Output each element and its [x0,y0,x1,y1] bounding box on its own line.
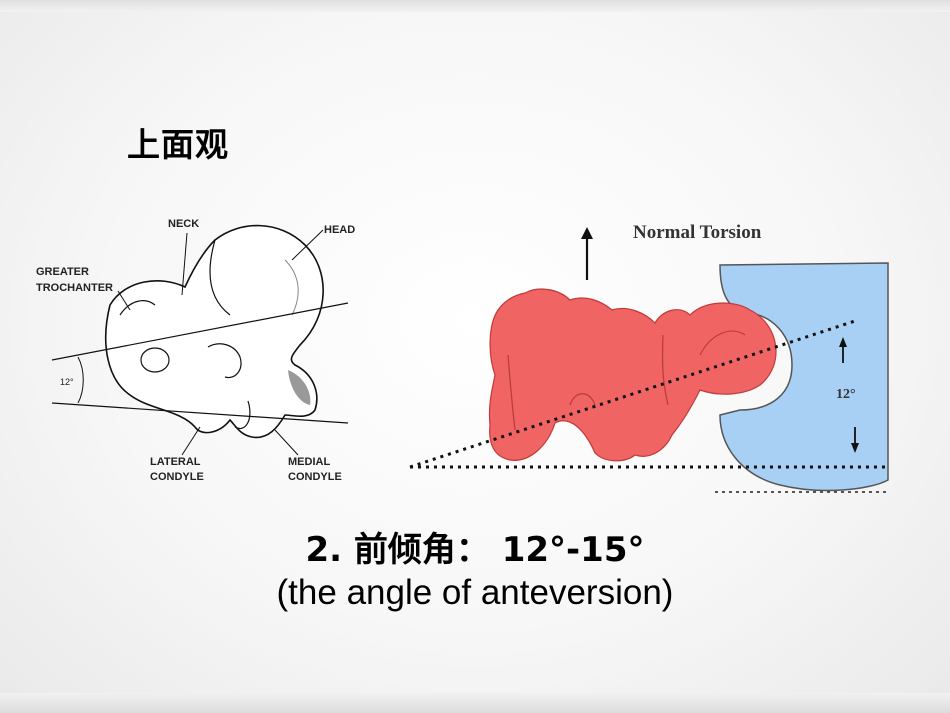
slide-title: 上面观 [127,125,229,164]
head-label: HEAD [324,224,355,236]
femur-outline [104,224,324,439]
condylar-axis-line [51,402,349,424]
neck-axis-dotted-line [409,319,856,469]
angle-label: 12° [60,377,74,387]
femur-superior-view-diagram: 12° NECK HEAD GREATER TROCHANTER LATERAL… [36,218,355,483]
medial-condyle-label-2: CONDYLE [288,471,342,483]
bottom-border [0,693,950,713]
caption-angle: 2. 前倾角： 12°-15° [305,530,645,570]
lateral-condyle-label-2: CONDYLE [150,471,204,483]
greater-trochanter-label-2: TROCHANTER [36,282,113,294]
greater-trochanter-label-1: GREATER [36,266,89,278]
normal-torsion-title: Normal Torsion [633,222,762,243]
normal-torsion-diagram: 12° Normal Torsion [409,222,889,493]
medial-condyle-label-1: MEDIAL [288,456,330,468]
top-border [0,0,950,12]
neck-axis-line [51,302,349,361]
torsion-angle-label: 12° [836,387,856,402]
caption-english: (the angle of anteversion) [276,573,674,612]
femur-bone-shape [488,288,777,462]
lateral-condyle-label-1: LATERAL [150,456,201,468]
neck-label: NECK [168,218,199,230]
